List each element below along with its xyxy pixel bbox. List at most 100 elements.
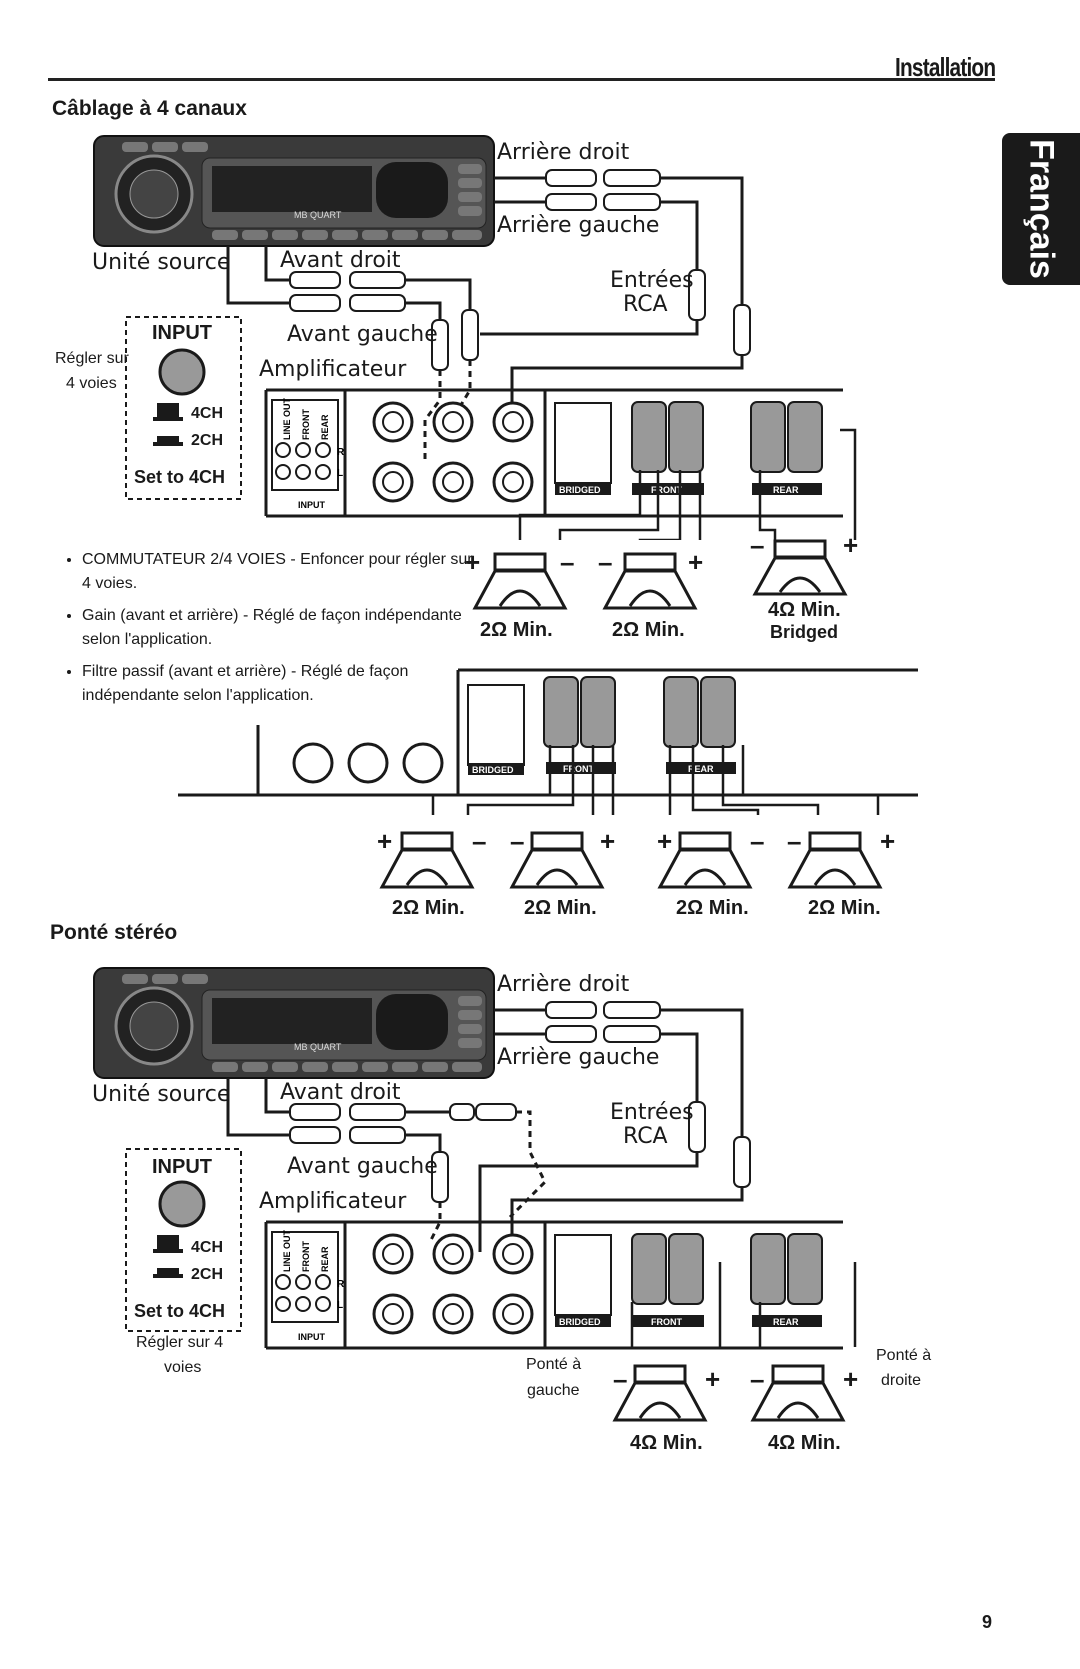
bridged-right-note-2: droite bbox=[881, 1372, 922, 1389]
language-tab-label: Français bbox=[1022, 139, 1061, 279]
r-label-2: R bbox=[337, 1279, 345, 1290]
note-3: Filtre passif (avant et arrière) - Réglé… bbox=[82, 660, 482, 708]
l-label-2: L bbox=[337, 1300, 343, 1311]
min-label-3a: 4Ω Min. bbox=[630, 1432, 703, 1454]
svg-text:–: – bbox=[787, 826, 801, 856]
rca-inputs-label-3a: Entrées bbox=[610, 1100, 694, 1125]
brand-label-2: MB QUART bbox=[294, 1042, 342, 1052]
input-small-label: INPUT bbox=[298, 500, 326, 510]
rear-left-label-3: Arrière gauche bbox=[497, 1045, 660, 1070]
source-unit-label: Unité source bbox=[92, 250, 231, 275]
front-vertical-label-2: FRONT bbox=[301, 1241, 311, 1272]
min-label-2c: 2Ω Min. bbox=[676, 897, 749, 919]
section-title-bridged: Ponté stéréo bbox=[50, 921, 178, 944]
set-to-4ch-label-3: Set to 4CH bbox=[134, 1301, 226, 1321]
set-note-3a: Régler sur 4 bbox=[136, 1334, 224, 1351]
min-label-1a: 2Ω Min. bbox=[480, 619, 553, 641]
bridged-left-note-2: gauche bbox=[527, 1382, 580, 1399]
svg-text:–: – bbox=[472, 826, 486, 856]
svg-text:–: – bbox=[750, 1364, 764, 1394]
min-label-3b: 4Ω Min. bbox=[768, 1432, 841, 1454]
svg-text:+: + bbox=[843, 1364, 858, 1394]
wiring-diagram-4-speakers: BRIDGED FRONT REAR bbox=[178, 668, 918, 815]
min-label-2d: 2Ω Min. bbox=[808, 897, 881, 919]
svg-text:–: – bbox=[750, 826, 764, 856]
speakers-row-1: + – – + – + bbox=[465, 536, 858, 610]
rear-box-label-2: REAR bbox=[688, 764, 714, 774]
brand-label: MB QUART bbox=[294, 210, 342, 220]
input-small-label-2: INPUT bbox=[298, 1332, 326, 1342]
input-switch-label: INPUT bbox=[152, 322, 212, 344]
svg-text:+: + bbox=[843, 536, 858, 560]
front-right-label: Avant droit bbox=[280, 248, 401, 273]
running-header: Installation bbox=[894, 52, 996, 82]
amplifier-label: Amplificateur bbox=[259, 357, 407, 382]
bridged-box-label-3: BRIDGED bbox=[559, 1317, 601, 1327]
front-box-label-3: FRONT bbox=[651, 1317, 682, 1327]
set-4ch-note-1: Régler sur bbox=[55, 350, 129, 367]
bridged-left-note-1: Ponté à bbox=[526, 1356, 582, 1373]
svg-text:–: – bbox=[750, 536, 764, 560]
svg-text:–: – bbox=[613, 1364, 627, 1394]
front-left-label: Avant gauche bbox=[287, 322, 438, 347]
head-unit: MB QUART bbox=[93, 135, 495, 247]
notes-list: COMMUTATEUR 2/4 VOIES - Enfoncer pour ré… bbox=[52, 548, 482, 716]
l-label: L bbox=[337, 468, 343, 479]
svg-text:–: – bbox=[510, 826, 524, 856]
section-title-4ch: Câblage à 4 canaux bbox=[52, 97, 247, 120]
input-switch-label-3: INPUT bbox=[152, 1156, 212, 1178]
svg-text:–: – bbox=[560, 547, 574, 577]
min-label-2b: 2Ω Min. bbox=[524, 897, 597, 919]
svg-text:+: + bbox=[377, 826, 392, 856]
ch2-label-3: 2CH bbox=[191, 1266, 224, 1283]
rear-left-label: Arrière gauche bbox=[497, 213, 660, 238]
min-label-2a: 2Ω Min. bbox=[392, 897, 465, 919]
set-to-4ch-label: Set to 4CH bbox=[134, 467, 226, 487]
input-switch-box bbox=[125, 316, 242, 500]
wiring-diagram-bridged: MB QUART L bbox=[93, 967, 857, 1350]
amplifier-label-3: Amplificateur bbox=[259, 1189, 407, 1214]
note-1: COMMUTATEUR 2/4 VOIES - Enfoncer pour ré… bbox=[82, 548, 482, 596]
speakers-row-3: –+ –+ bbox=[612, 1364, 858, 1422]
input-switch-button-2 bbox=[158, 1180, 206, 1228]
input-switch-button bbox=[158, 348, 206, 396]
set-note-3b: voies bbox=[164, 1359, 202, 1376]
rear-box-label-3: REAR bbox=[773, 1317, 799, 1327]
wiring-diagram-4ch: MB QUART bbox=[93, 135, 857, 540]
bridged-right-note-1: Ponté à bbox=[876, 1347, 932, 1364]
r-label: R bbox=[337, 447, 345, 458]
svg-text:+: + bbox=[657, 826, 672, 856]
min-label-1b: 2Ω Min. bbox=[612, 619, 685, 641]
rear-vertical-label-2: REAR bbox=[320, 1246, 330, 1272]
min-label-1c: 4Ω Min. bbox=[768, 599, 841, 621]
input-switch-box-2 bbox=[125, 1148, 242, 1332]
bridged-box-label-2: BRIDGED bbox=[472, 765, 514, 775]
front-vertical-label: FRONT bbox=[301, 409, 311, 440]
line-out-label: LINE OUT bbox=[282, 397, 292, 440]
svg-text:–: – bbox=[598, 547, 612, 577]
language-tab: Français bbox=[1002, 133, 1080, 285]
front-box-label-2: FRONT bbox=[563, 764, 594, 774]
svg-text:+: + bbox=[705, 1364, 720, 1394]
svg-text:+: + bbox=[600, 826, 615, 856]
rca-inputs-label-2: RCA bbox=[623, 292, 668, 317]
svg-text:+: + bbox=[465, 547, 480, 577]
rear-box-label: REAR bbox=[773, 485, 799, 495]
source-unit-label-3: Unité source bbox=[92, 1082, 231, 1107]
front-box-label: FRONT bbox=[651, 485, 682, 495]
page-number: 9 bbox=[981, 1612, 992, 1632]
header-rule bbox=[48, 78, 995, 81]
rear-right-label: Arrière droit bbox=[497, 140, 630, 165]
front-right-label-3: Avant droit bbox=[280, 1080, 401, 1105]
bridged-box-label: BRIDGED bbox=[559, 485, 601, 495]
rca-inputs-label-3b: RCA bbox=[623, 1124, 668, 1149]
svg-text:+: + bbox=[688, 547, 703, 577]
speakers-row-2: +– –+ +– –+ bbox=[377, 826, 895, 889]
line-out-label-2: LINE OUT bbox=[282, 1229, 292, 1272]
bridged-label: Bridged bbox=[770, 622, 839, 642]
note-2: Gain (avant et arrière) - Réglé de façon… bbox=[82, 604, 482, 652]
rear-vertical-label: REAR bbox=[320, 414, 330, 440]
set-4ch-note-2: 4 voies bbox=[66, 375, 117, 392]
ch2-label: 2CH bbox=[191, 432, 224, 449]
ch4-label-3: 4CH bbox=[191, 1239, 224, 1256]
